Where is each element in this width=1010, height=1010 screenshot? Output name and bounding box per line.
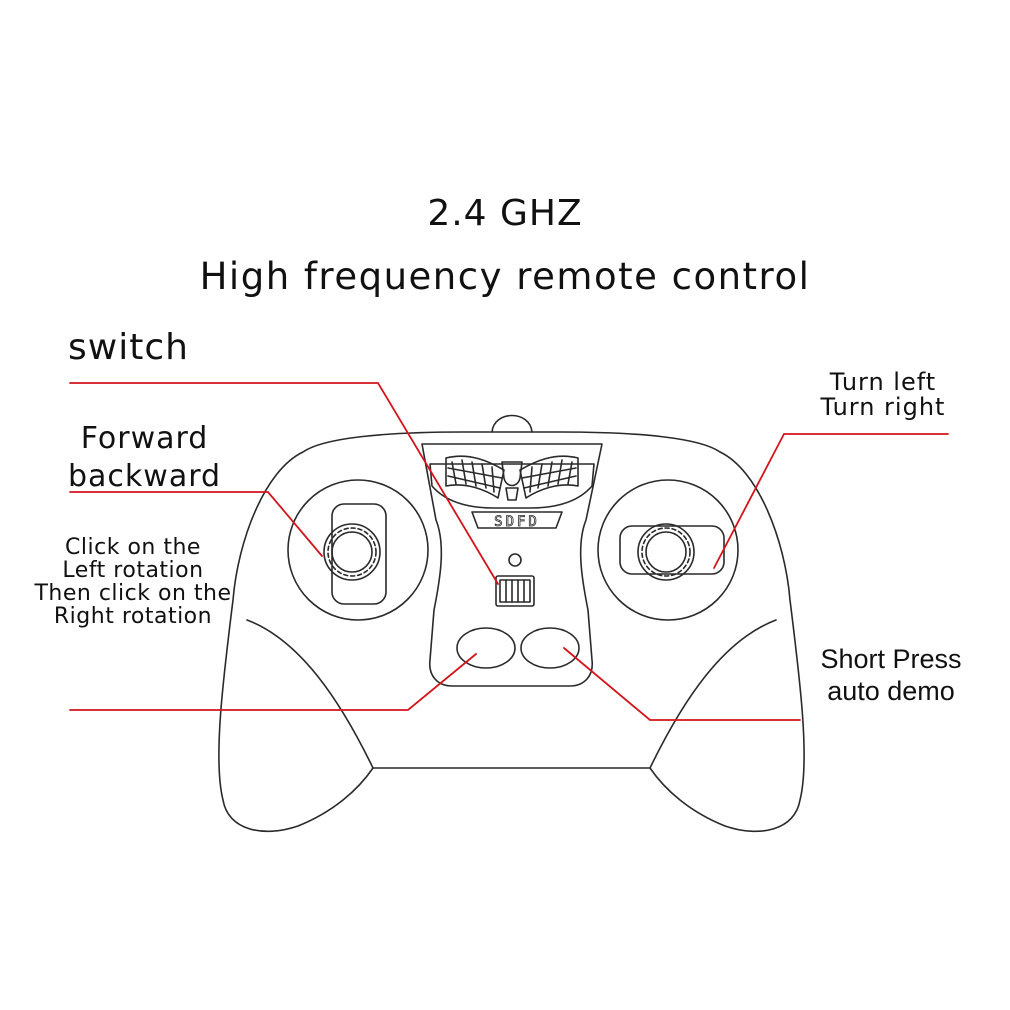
label-auto-demo-text: auto demo (827, 676, 955, 706)
right-grip-curve (649, 619, 777, 769)
label-rotation-line-3: Then click on the (34, 581, 232, 606)
label-auto-demo: Short Press auto demo (808, 643, 974, 707)
function-button-left (456, 627, 516, 669)
trophy-emblem (501, 461, 523, 501)
checkered-flag-right (519, 455, 579, 499)
left-stick-knob (323, 523, 381, 581)
controller-body-outline (218, 431, 805, 833)
logo-text: SDFD (494, 514, 540, 530)
label-turn: Turn left Turn right (808, 370, 958, 420)
label-rotation-line-2: Left rotation (62, 558, 204, 583)
leader-line-auto-demo (563, 647, 801, 721)
label-turn-right: Turn right (820, 393, 946, 421)
label-rotation-instructions: Click on the Left rotation Then click on… (20, 536, 246, 628)
label-rotation-line-4: Right rotation (53, 604, 213, 629)
power-switch (495, 575, 535, 607)
center-panel (421, 443, 603, 687)
title-frequency: 2.4 GHZ (427, 193, 583, 234)
leader-line-left-button (69, 653, 477, 711)
label-switch: switch (68, 327, 189, 368)
logo-badge (471, 511, 563, 529)
function-button-right (520, 627, 580, 669)
right-stick-knob (637, 523, 695, 581)
leader-line-turn (713, 433, 949, 569)
leader-line-forward-backward (69, 491, 323, 557)
led-indicator (508, 553, 522, 567)
label-rotation-line-1: Click on the (65, 535, 201, 560)
left-stick-slot (331, 503, 387, 605)
checkered-flag-left (445, 455, 505, 499)
label-short-press: Short Press (820, 644, 962, 674)
label-forward: Forward (80, 421, 209, 456)
right-stick-ring (597, 479, 739, 621)
logo-plate (429, 463, 595, 509)
left-stick-ring (287, 479, 429, 621)
leader-line-switch (69, 382, 499, 585)
antenna-bump (491, 414, 533, 433)
label-turn-left: Turn left (829, 368, 937, 396)
left-grip-curve (246, 619, 374, 769)
label-forward-backward: Forward backward (68, 420, 221, 496)
label-backward: backward (68, 459, 222, 494)
title-description: High frequency remote control (199, 255, 811, 298)
